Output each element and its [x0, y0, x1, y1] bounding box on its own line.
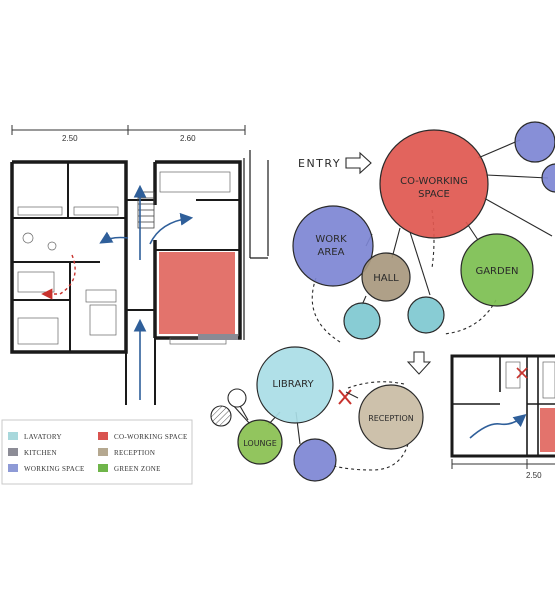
- right-dimension-label: 2.50: [526, 471, 542, 480]
- bubble-garden: [460, 233, 534, 307]
- bubble-hall: [361, 252, 411, 302]
- hall-label: HALL: [373, 273, 399, 284]
- right-floor-plan: 2.50: [450, 354, 555, 480]
- legend-label: WORKING SPACE: [24, 465, 85, 473]
- garden-label: GARDEN: [475, 266, 518, 277]
- legend-label: CO-WORKING SPACE: [114, 433, 188, 441]
- bubble-work-area: [292, 205, 374, 287]
- circulation-path-red: [41, 254, 76, 300]
- reception-label: RECEPTION: [368, 414, 414, 423]
- work-area-label-line1: WORK: [315, 234, 347, 245]
- entry-label: ENTRY: [298, 157, 341, 170]
- kitchen-fill: [198, 334, 238, 340]
- flow-arrow-icon: [406, 351, 432, 375]
- legend-swatch: [98, 432, 108, 440]
- window-strip: [243, 150, 269, 340]
- right-furniture: [505, 361, 555, 399]
- coworking-room-fill: [159, 252, 235, 334]
- coworking-label-line1: CO-WORKING: [400, 176, 468, 187]
- legend-label: RECEPTION: [114, 449, 155, 457]
- legend-swatch: [8, 448, 18, 456]
- right-coworking-fill: [540, 408, 555, 452]
- dimension-line-top: 2.50 2.60: [11, 125, 246, 143]
- legend-label: KITCHEN: [24, 449, 57, 457]
- bubble-working-bottom: [293, 438, 337, 482]
- legend-item-lavatory: LAVATORY: [8, 432, 62, 441]
- legend-item-working-space: WORKING SPACE: [8, 464, 85, 473]
- left-floor-plan: 2.50 2.60: [10, 125, 269, 405]
- bubble-lavatory-right: [407, 296, 445, 334]
- bubble-reception: [358, 384, 424, 450]
- legend-item-reception: RECEPTION: [98, 448, 155, 457]
- bubble-hatched-small: [210, 405, 232, 427]
- right-cross-icon: [516, 367, 528, 379]
- entry-arrow-icon: [345, 151, 372, 175]
- lounge-label: LOUNGE: [243, 439, 277, 448]
- bubble-working-small-right: [541, 163, 555, 193]
- library-label: LIBRARY: [272, 379, 314, 390]
- legend-label: GREEN ZONE: [114, 465, 161, 473]
- legend: LAVATORY CO-WORKING SPACE KITCHEN RECEPT…: [1, 419, 193, 485]
- legend-swatch: [8, 432, 18, 440]
- legend-item-co-working-space: CO-WORKING SPACE: [98, 432, 188, 441]
- legend-label: LAVATORY: [24, 433, 62, 441]
- blocked-path-line: [345, 391, 359, 399]
- bubble-empty-small: [227, 388, 247, 408]
- furniture: [17, 171, 231, 345]
- blocked-path-icon: [338, 389, 352, 405]
- bubble-working-small-top: [514, 121, 555, 163]
- right-walls: [450, 354, 555, 458]
- bubble-lavatory-left: [343, 302, 381, 340]
- legend-swatch: [98, 448, 108, 456]
- right-dimension-line: 2.50: [451, 459, 555, 480]
- coworking-label-line2: SPACE: [418, 189, 450, 200]
- right-blue-arrow: [469, 413, 527, 439]
- circulation-arrows-blue: [99, 184, 194, 400]
- work-area-label-line2: AREA: [318, 247, 345, 258]
- bubble-coworking-space: [379, 129, 489, 239]
- bubble-lounge: [237, 419, 283, 465]
- legend-item-green-zone: GREEN ZONE: [98, 464, 161, 473]
- legend-item-kitchen: KITCHEN: [8, 448, 57, 457]
- bubble-library: [256, 346, 334, 424]
- legend-swatch: [8, 464, 18, 472]
- bubble-diagram: ENTRY CO-WORKING SPACE WORK AREA HALL GA…: [210, 121, 555, 482]
- dimension-label-a: 2.50: [62, 134, 78, 143]
- right-interior-walls: [452, 356, 555, 456]
- legend-swatch: [98, 464, 108, 472]
- dimension-label-b: 2.60: [180, 134, 196, 143]
